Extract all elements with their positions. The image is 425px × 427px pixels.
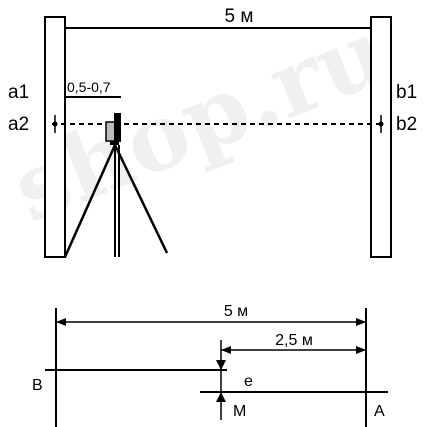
right-rod <box>370 16 392 258</box>
label-a1: a1 <box>8 82 29 103</box>
label-b2: b2 <box>396 114 417 135</box>
top-diagram: 5 м 0,5-0,7 a1 a2 b1 b2 <box>8 6 417 258</box>
bottom-diagram: 5 м 2,5 м В е М А <box>32 303 388 427</box>
error-arrow-down <box>216 360 226 370</box>
label-b1: b1 <box>396 82 417 103</box>
point-m-label: М <box>233 403 246 420</box>
error-label: е <box>244 373 253 390</box>
tripod-icon <box>63 144 169 258</box>
half-distance-label: 2,5 м <box>275 332 313 349</box>
offset-label: 0,5-0,7 <box>67 79 111 95</box>
left-rod-mark <box>52 115 58 133</box>
left-rod <box>44 16 66 258</box>
distance-label: 5 м <box>225 6 254 27</box>
total-distance-label: 5 м <box>224 303 248 320</box>
error-arrow-up <box>216 392 226 402</box>
label-a2: a2 <box>8 114 29 135</box>
right-rod-mark <box>378 115 384 133</box>
level-instrument-icon <box>105 113 121 145</box>
point-b-label: В <box>32 377 43 394</box>
point-a-label: А <box>374 403 385 420</box>
